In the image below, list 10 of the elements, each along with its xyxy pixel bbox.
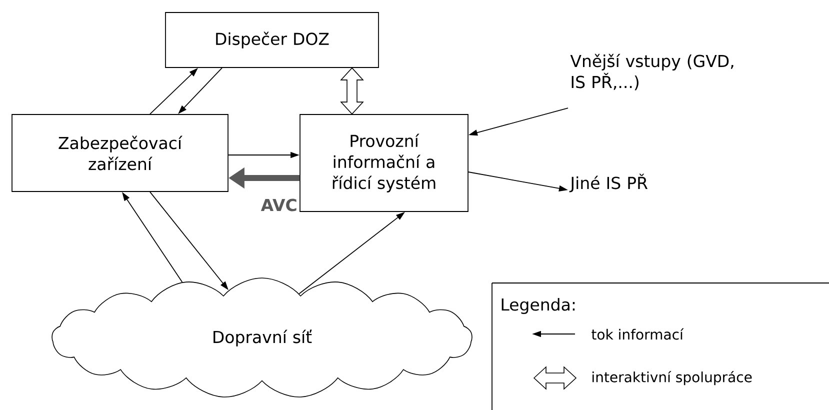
legend-text: interaktivní spolupráce xyxy=(592,370,752,386)
network-cloud: Dopravní síť xyxy=(52,278,472,398)
process-box: Dispečer DOZ xyxy=(165,12,379,68)
legend-text: tok informací xyxy=(592,328,684,340)
process-box: Provozní informační a řídicí systém xyxy=(300,114,468,212)
process-box: Zabezpečovací zařízení xyxy=(12,114,228,192)
text-label: Vnější vstupy (GVD, IS PŘ,...) xyxy=(570,54,734,90)
text-label: Jiné IS PŘ xyxy=(569,174,648,192)
legend-title: Legenda: xyxy=(502,298,575,314)
edge-label: AVC xyxy=(260,198,296,212)
